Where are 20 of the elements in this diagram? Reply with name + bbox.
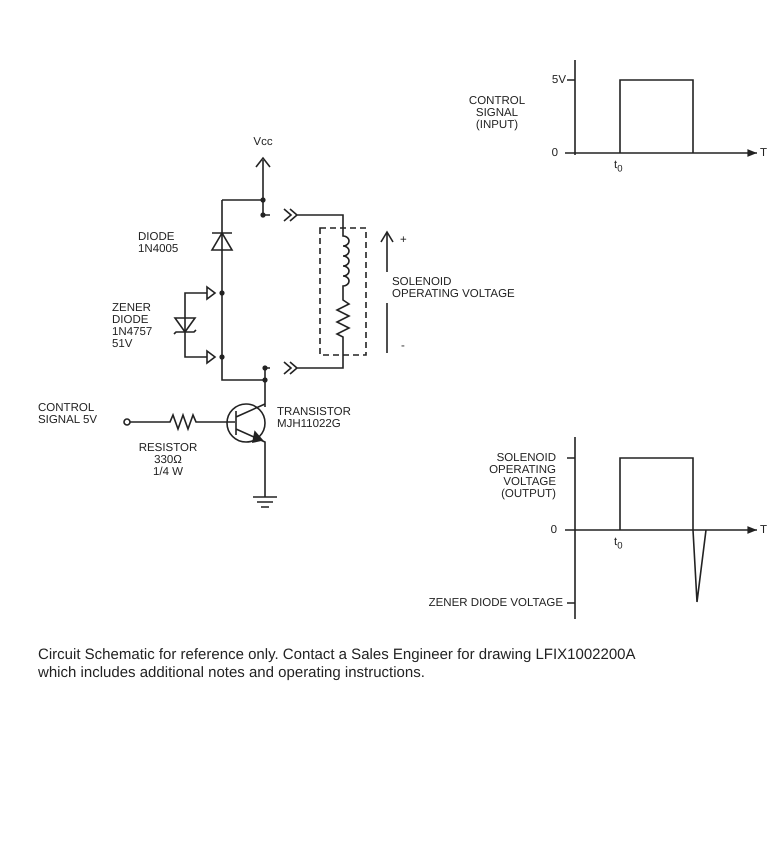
axis-tick-label: 5V (552, 74, 566, 86)
component-label: CONTROL SIGNAL 5V (38, 402, 98, 426)
component-label: ZENER DIODE VOLTAGE (428, 597, 563, 609)
axis-tick-label: 0 (552, 147, 558, 159)
axis-label: T (760, 147, 768, 159)
component-label: ZENER DIODE 1N4757 51V (112, 302, 152, 350)
supply-label: Vcc (253, 136, 273, 148)
polarity-sign: - (401, 340, 405, 352)
axis-tick-label: 0 (550, 524, 557, 536)
component-label: DIODE 1N4005 (138, 231, 178, 255)
component-label: RESISTOR 330Ω 1/4 W (138, 442, 198, 478)
component-label: TRANSISTOR MJH11022G (277, 406, 351, 430)
component-label: SOLENOID OPERATING VOLTAGE (OUTPUT) (489, 452, 556, 500)
caption: Circuit Schematic for reference only. Contact a Sales Engineer for drawing LFIX1002200A which includes additional notes and operating instructions. (38, 646, 636, 682)
time-marker-label: t$_{0}$ (614, 159, 623, 176)
polarity-sign: + (400, 234, 407, 246)
axis-label: T (760, 524, 768, 536)
time-marker-label: t$_{0}$ (614, 536, 623, 552)
component-label: CONTROL SIGNAL (INPUT) (468, 95, 526, 131)
component-label: SOLENOID OPERATING VOLTAGE (392, 276, 515, 300)
